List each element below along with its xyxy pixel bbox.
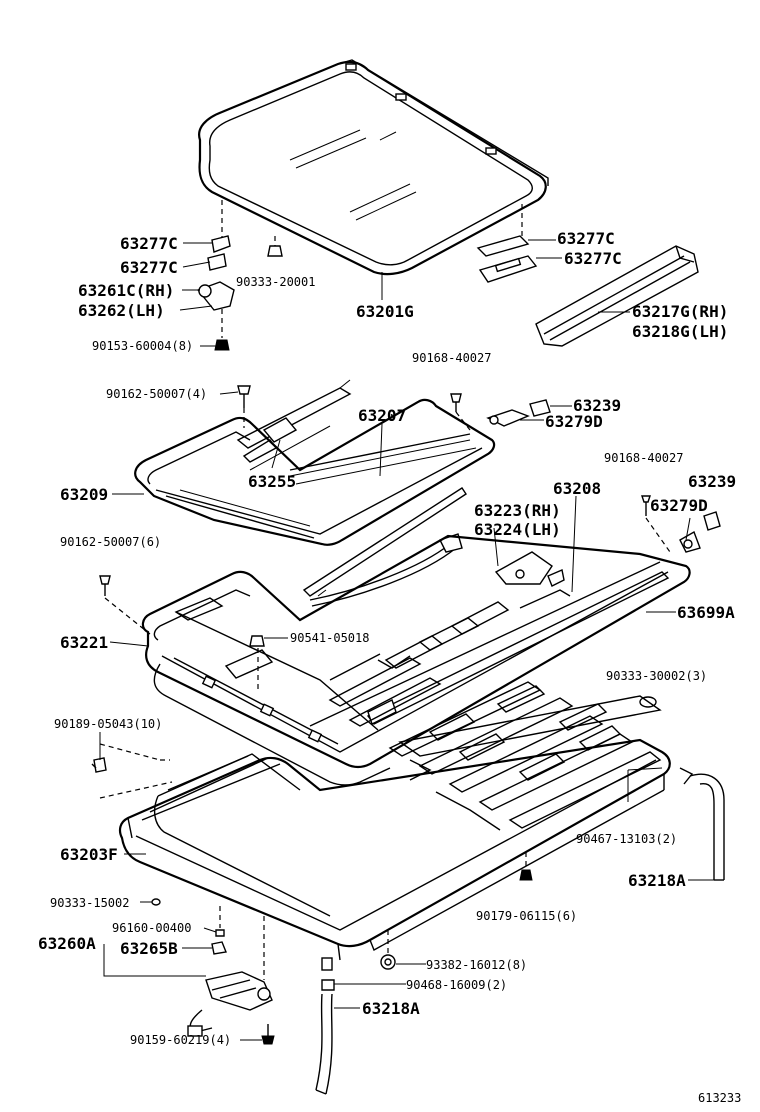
label-63277c-b: 63277C	[120, 258, 178, 277]
bracket-63239-a	[486, 399, 551, 427]
tray-slats	[388, 681, 662, 831]
clip-63277c-left	[196, 235, 235, 311]
label-63239-a: 63239	[573, 396, 621, 415]
label-90153: 90153-60004(8)	[92, 339, 193, 353]
clip-90189	[91, 757, 107, 773]
sunshade-slide-63207	[236, 379, 352, 463]
plug-90333-20001	[267, 236, 283, 257]
diagram-id: 613233	[698, 1091, 741, 1105]
label-63217g: 63217G(RH)	[632, 302, 728, 321]
label-63255: 63255	[248, 472, 296, 491]
label-63223: 63223(RH)	[474, 501, 561, 520]
label-63277c-d: 63277C	[564, 249, 622, 268]
drain-hose-63218a-rear	[679, 767, 725, 881]
label-63699a: 63699A	[677, 603, 735, 622]
label-63265b: 63265B	[120, 939, 178, 958]
label-90333-15002: 90333-15002	[50, 896, 129, 910]
cable-guide-63223	[494, 551, 571, 609]
label-63208: 63208	[553, 479, 601, 498]
label-63221: 63221	[60, 633, 108, 652]
sunroof-glass-panel	[198, 59, 549, 276]
label-90162-a: 90162-50007(4)	[106, 387, 207, 401]
label-63207: 63207	[358, 406, 406, 425]
label-63239-b: 63239	[688, 472, 736, 491]
washer-93382	[380, 930, 396, 970]
label-63260a: 63260A	[38, 934, 96, 953]
label-63277c-a: 63277C	[120, 234, 178, 253]
label-90162-b: 90162-50007(6)	[60, 535, 161, 549]
label-63203f: 63203F	[60, 845, 118, 864]
drain-tray-63203f	[118, 695, 671, 971]
label-90468: 90468-16009(2)	[406, 978, 507, 992]
label-90333-20001: 90333-20001	[236, 275, 315, 289]
bolt-90159	[261, 1024, 275, 1045]
label-90541: 90541-05018	[290, 631, 369, 645]
clip-63277c-right	[476, 235, 538, 283]
screw-90168-a	[450, 393, 462, 412]
screw-90168-b	[641, 495, 651, 516]
part-labels: 63277C 63277C 63261C(RH) 63262(LH) 90153…	[38, 229, 741, 1105]
label-96160: 96160-00400	[112, 921, 191, 935]
drain-hose-63218a-front	[315, 979, 335, 1095]
bracket-63239-b	[679, 511, 721, 553]
housing-rails	[328, 601, 510, 727]
label-90179: 90179-06115(6)	[476, 909, 577, 923]
label-63209: 63209	[60, 485, 108, 504]
cap-63265b	[211, 941, 227, 955]
plug-90333-15002	[151, 898, 161, 906]
drive-motor-63260a	[187, 971, 273, 1037]
screw-90162-a	[237, 385, 251, 408]
screw-96160	[215, 929, 225, 937]
label-90189: 90189-05043(10)	[54, 717, 162, 731]
label-63224: 63224(LH)	[474, 520, 561, 539]
label-63262: 63262(LH)	[78, 301, 165, 320]
label-90168-a: 90168-40027	[412, 351, 491, 365]
label-63261c: 63261C(RH)	[78, 281, 174, 300]
bolt-90153	[214, 339, 230, 351]
label-90333-30002: 90333-30002(3)	[606, 669, 707, 683]
label-63218a-a: 63218A	[628, 871, 686, 890]
screw-90162-b	[99, 575, 111, 596]
label-90168-b: 90168-40027	[604, 451, 683, 465]
label-63279d-a: 63279D	[545, 412, 603, 431]
label-90159: 90159-60219(4)	[130, 1033, 231, 1047]
sunroof-housing-63221	[141, 534, 691, 786]
sunshade-frame-63209	[134, 398, 496, 546]
label-63218g: 63218G(LH)	[632, 322, 728, 341]
leader-lines	[99, 239, 714, 1041]
nut-90541	[249, 635, 265, 690]
drive-cable-63208	[302, 487, 467, 607]
plug-90333-30002	[639, 696, 657, 708]
label-63277c-c: 63277C	[557, 229, 615, 248]
label-63201g: 63201G	[356, 302, 414, 321]
clip-90179	[519, 852, 533, 881]
label-63218a-b: 63218A	[362, 999, 420, 1018]
label-90467: 90467-13103(2)	[576, 832, 677, 846]
label-63279d-b: 63279D	[650, 496, 708, 515]
wind-deflector-63217g	[535, 245, 699, 347]
label-93382: 93382-16012(8)	[426, 958, 527, 972]
